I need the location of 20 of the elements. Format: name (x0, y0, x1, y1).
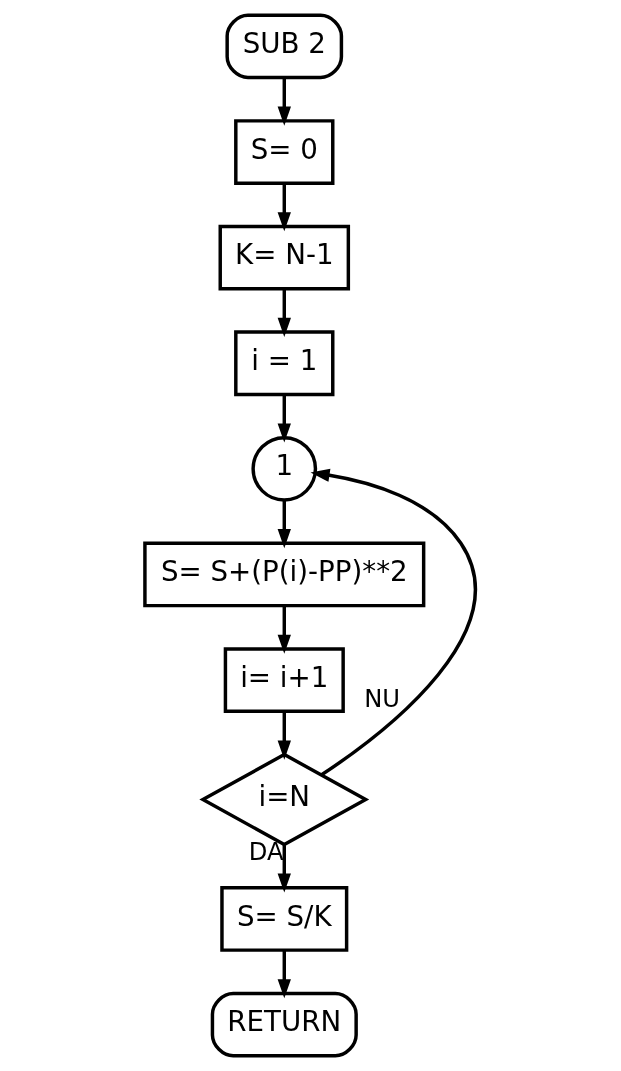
node-box: S= S/K (220, 886, 349, 952)
arrow (277, 950, 291, 999)
node-box: S= 0 (234, 119, 335, 185)
arrow (277, 605, 291, 654)
node-box: SUB 2 (225, 13, 344, 80)
node-box: K= N-1 (218, 224, 351, 291)
arrow (277, 394, 291, 443)
edge-label: NU (364, 685, 400, 714)
node-box: S= S+(P(i)-PP)**2 (143, 541, 426, 608)
arrow (277, 77, 291, 126)
node-box: i= i+1 (223, 647, 345, 713)
node-circle: 1 (251, 435, 318, 502)
arrow (277, 500, 291, 549)
arrow (277, 845, 291, 893)
arrow (277, 183, 291, 232)
arrow (277, 288, 291, 337)
node-box: RETURN (210, 991, 358, 1058)
arrow (310, 468, 477, 777)
arrow (277, 711, 291, 760)
node-box: i = 1 (234, 330, 335, 397)
